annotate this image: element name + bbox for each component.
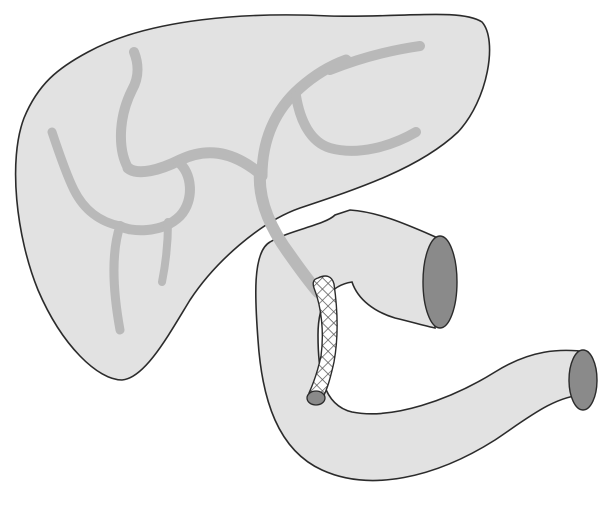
- liver: [16, 14, 490, 380]
- duodenum: [256, 210, 588, 480]
- duodenum-distal-opening: [569, 350, 597, 410]
- stent-distal-end: [307, 391, 325, 405]
- duodenum-proximal-opening: [423, 236, 457, 328]
